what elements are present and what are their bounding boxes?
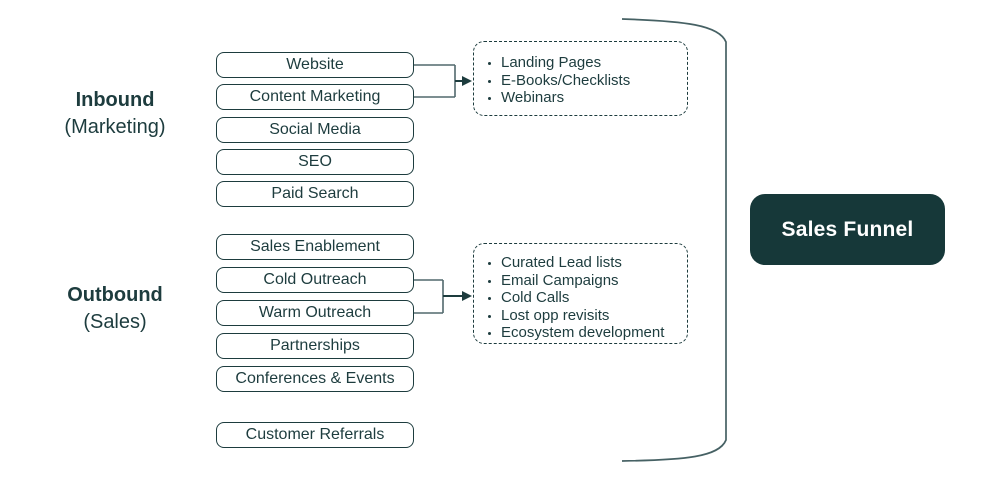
inbound-callout: Landing Pages E-Books/Checklists Webinar… xyxy=(473,41,688,116)
node-customer-referrals: Customer Referrals xyxy=(216,422,414,448)
node-social-media: Social Media xyxy=(216,117,414,143)
inbound-title: Inbound xyxy=(75,89,155,111)
node-sales-enablement: Sales Enablement xyxy=(216,234,414,260)
outbound-title: Outbound xyxy=(67,284,163,306)
outbound-callout: Curated Lead lists Email Campaigns Cold … xyxy=(473,243,688,344)
node-paid-search: Paid Search xyxy=(216,181,414,207)
inbound-connector xyxy=(414,64,472,98)
node-website: Website xyxy=(216,52,414,78)
node-partnerships: Partnerships xyxy=(216,333,414,359)
node-seo: SEO xyxy=(216,149,414,175)
callout-item: Cold Calls xyxy=(501,289,681,307)
node-content-marketing: Content Marketing xyxy=(216,84,414,110)
inbound-arrowhead-icon xyxy=(462,76,472,86)
callout-item: E-Books/Checklists xyxy=(501,72,681,90)
node-cold-outreach: Cold Outreach xyxy=(216,267,414,293)
outbound-group-label: Outbound (Sales) xyxy=(15,282,215,336)
outbound-arrowhead-icon xyxy=(462,291,472,301)
callout-item: Landing Pages xyxy=(501,54,681,72)
node-warm-outreach: Warm Outreach xyxy=(216,300,414,326)
outbound-callout-list: Curated Lead lists Email Campaigns Cold … xyxy=(474,254,687,342)
callout-item: Lost opp revisits xyxy=(501,307,681,325)
callout-item: Ecosystem development xyxy=(501,324,681,342)
outbound-connector xyxy=(414,279,472,314)
inbound-callout-list: Landing Pages E-Books/Checklists Webinar… xyxy=(474,54,687,107)
outbound-subtitle: (Sales) xyxy=(83,311,147,333)
inbound-group-label: Inbound (Marketing) xyxy=(15,87,215,141)
sales-funnel-box: Sales Funnel xyxy=(750,194,945,265)
node-conferences-events: Conferences & Events xyxy=(216,366,414,392)
inbound-subtitle: (Marketing) xyxy=(64,116,166,138)
callout-item: Email Campaigns xyxy=(501,272,681,290)
callout-item: Webinars xyxy=(501,89,681,107)
callout-item: Curated Lead lists xyxy=(501,254,681,272)
